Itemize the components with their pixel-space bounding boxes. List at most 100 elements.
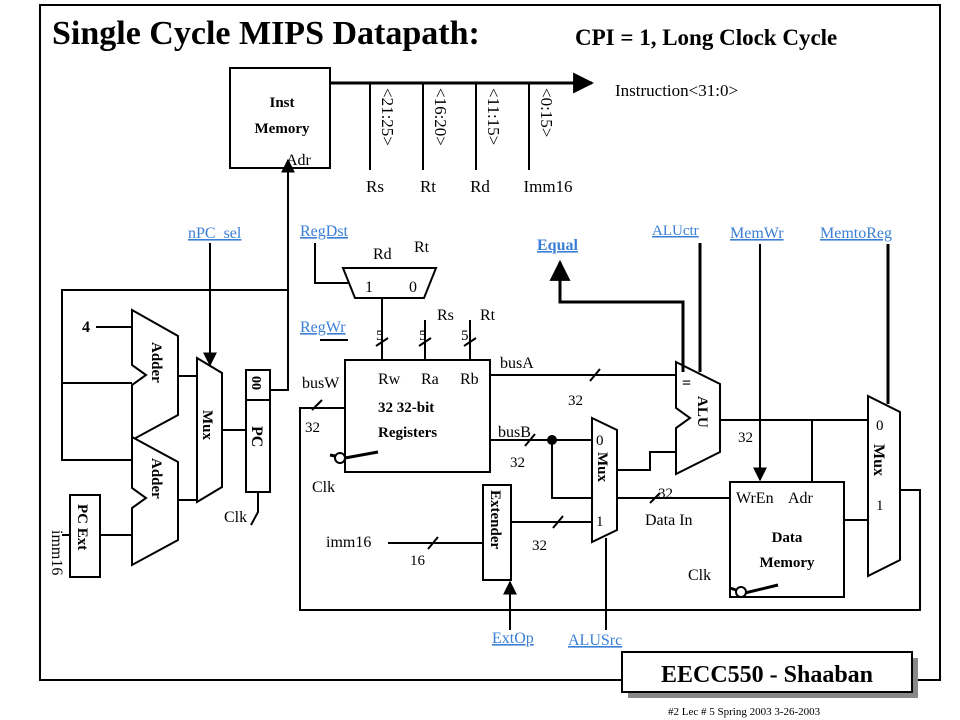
alu-eq: = <box>682 375 691 392</box>
regdst-control-wire <box>314 243 348 284</box>
busa-label: busA <box>500 355 534 372</box>
width-5a: 5 <box>376 328 384 344</box>
busb-to-datain-wire <box>551 440 730 499</box>
signal-regdst[interactable]: RegDst <box>300 223 349 240</box>
tick-5a <box>375 337 389 347</box>
busa-tick <box>589 368 601 382</box>
pc-bits: 00 <box>248 376 263 390</box>
adder-bottom <box>131 435 179 567</box>
regdst-mux <box>341 267 438 299</box>
field-name-rs: Rs <box>366 177 384 196</box>
tick-5c <box>463 337 477 347</box>
width-5c: 5 <box>461 328 469 344</box>
regdst-in-rd: Rd <box>373 246 392 263</box>
width-5b: 5 <box>419 328 427 344</box>
field-bits-imm: <0:15> <box>537 88 556 137</box>
data-memory-adr: Adr <box>788 490 814 507</box>
ext-out-tick <box>552 515 564 529</box>
slide-subtitle: CPI = 1, Long Clock Cycle <box>575 25 837 50</box>
alusrc-mux-label: Mux <box>594 452 610 483</box>
field-name-imm: Imm16 <box>523 177 572 196</box>
inst-memory-adr: Adr <box>286 152 312 169</box>
busb-tick <box>524 433 536 447</box>
busb-label: busB <box>498 424 531 441</box>
wb-mux <box>867 394 901 578</box>
field-name-rd: Rd <box>470 177 490 196</box>
alusrc-to-alu <box>617 451 676 471</box>
pc-clk: Clk <box>224 509 247 526</box>
regfile-clk: Clk <box>312 479 335 496</box>
regfile-rb: Rb <box>460 371 479 388</box>
extender-imm16: imm16 <box>326 534 371 551</box>
extender <box>482 484 512 581</box>
inst-memory-label-1: Inst <box>269 95 294 111</box>
alusrc-mux <box>591 416 618 544</box>
wb-mux-label: Mux <box>870 444 887 476</box>
signal-alusrc[interactable]: ALUSrc <box>568 632 622 649</box>
regfile-ra: Ra <box>421 371 439 388</box>
tick-5b <box>418 337 432 347</box>
instruction-label: Instruction<31:0> <box>615 81 738 100</box>
datain-tick <box>649 492 661 504</box>
regfile-name-1: 32 32-bit <box>378 400 434 416</box>
const-4: 4 <box>82 319 90 336</box>
slide-title: Single Cycle MIPS Datapath: <box>52 15 480 52</box>
ext-out-width: 32 <box>532 538 547 554</box>
signal-memwr[interactable]: MemWr <box>730 225 784 242</box>
pc-ext-label: PC Ext <box>74 504 90 550</box>
alu-out-width: 32 <box>738 430 753 446</box>
alusrc-sel0: 0 <box>596 433 604 449</box>
clk-bubble-regfile <box>334 452 346 464</box>
writeback-wire <box>299 407 921 611</box>
busw-width: 32 <box>305 420 320 436</box>
alusrc-sel1: 1 <box>596 514 604 530</box>
field-bits-rt: <16:20> <box>431 88 450 146</box>
signal-equal[interactable]: Equal <box>537 237 578 254</box>
footer-badge-text: EECC550 - Shaaban <box>661 662 873 688</box>
equal-wire <box>549 259 685 372</box>
regfile-name-2: Registers <box>378 425 437 441</box>
field-bits-rs: <21:25> <box>378 88 397 146</box>
data-memory-clk: Clk <box>688 567 711 584</box>
footer-badge <box>621 651 913 693</box>
busw-label: busW <box>302 375 340 392</box>
busa-width: 32 <box>568 393 583 409</box>
busb-width: 32 <box>510 455 525 471</box>
alu-label: ALU <box>694 396 710 428</box>
regfile-rt-label: Rt <box>480 307 496 324</box>
field-name-rt: Rt <box>420 177 436 196</box>
datain-label: Data In <box>645 512 693 529</box>
slide-frame <box>39 4 941 681</box>
pc-to-adder-bottom <box>61 383 132 461</box>
pc-to-adders <box>61 289 288 384</box>
signal-npc-sel[interactable]: nPC_sel <box>188 225 242 242</box>
datain-width: 32 <box>658 486 673 502</box>
program-counter <box>245 369 271 493</box>
regdst-sel1: 1 <box>365 279 373 296</box>
regdst-in-rt: Rt <box>414 239 430 256</box>
imm16-tick <box>427 536 439 550</box>
pc-mux <box>196 356 223 504</box>
clk-bubble-dmem <box>735 586 747 598</box>
regfile-rw: Rw <box>378 371 401 388</box>
pc-clk-symbol <box>250 492 259 526</box>
wb-sel0: 0 <box>876 418 884 434</box>
footer-note: #2 Lec # 5 Spring 2003 3-26-2003 <box>668 706 821 718</box>
inst-memory <box>229 67 331 169</box>
register-file <box>344 359 491 473</box>
adder-bottom-label: Adder <box>148 458 164 499</box>
signal-extop[interactable]: ExtOp <box>492 630 534 647</box>
signal-regwr[interactable]: RegWr <box>300 319 346 336</box>
imm16-width: 16 <box>410 553 426 569</box>
data-memory-wren: WrEn <box>736 490 774 507</box>
signal-aluctr[interactable]: ALUctr <box>652 223 699 239</box>
inst-memory-label-2: Memory <box>255 121 310 137</box>
pc-mux-label: Mux <box>199 410 215 441</box>
signal-memtoreg[interactable]: MemtoReg <box>820 225 892 242</box>
field-bits-rd: <11:15> <box>484 88 503 145</box>
adder-top <box>131 308 179 442</box>
data-memory-name-2: Memory <box>760 555 815 571</box>
data-memory <box>729 481 845 598</box>
pc-imm16: imm16 <box>48 530 65 575</box>
